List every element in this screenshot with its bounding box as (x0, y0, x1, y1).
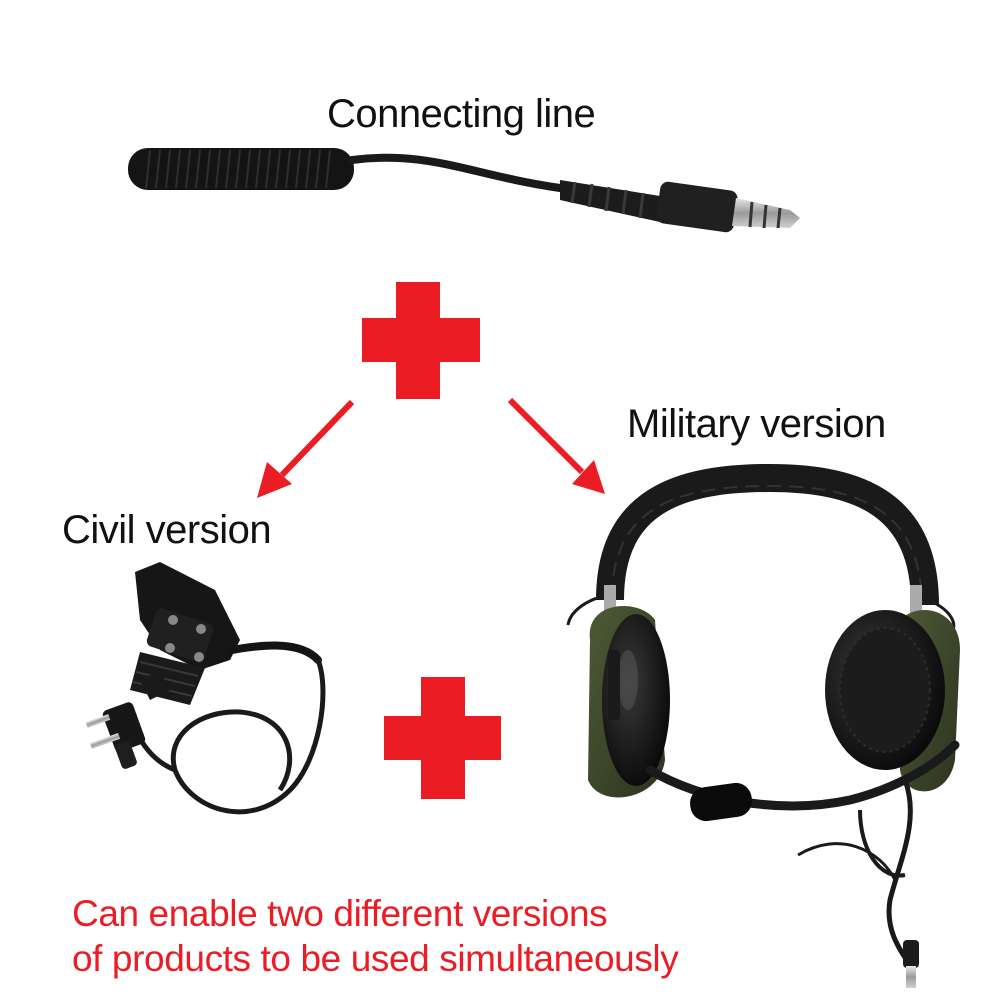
mic-windscreen (690, 782, 752, 822)
ptt-adapter (127, 562, 326, 815)
plus-icon (362, 282, 480, 399)
plus-icon (384, 677, 501, 799)
cable-plug-body (656, 181, 738, 233)
arrow-down-left-icon (257, 399, 355, 498)
connecting-line-cable (128, 148, 800, 233)
civil-version-label: Civil version (62, 508, 272, 552)
headset (566, 463, 960, 988)
caption-line-1: Can enable two different versions (72, 893, 608, 934)
arrow-down-right-icon (507, 397, 605, 494)
cable-wire (348, 153, 564, 192)
caption-line-2: of products to be used simultaneously (72, 938, 679, 979)
headset-band (596, 463, 939, 606)
connecting-line-label: Connecting line (327, 92, 596, 136)
headset-cable (886, 779, 913, 967)
two-pin-connector (85, 702, 146, 769)
cable-strain-relief (560, 180, 660, 222)
military-version-label: Military version (627, 402, 886, 446)
